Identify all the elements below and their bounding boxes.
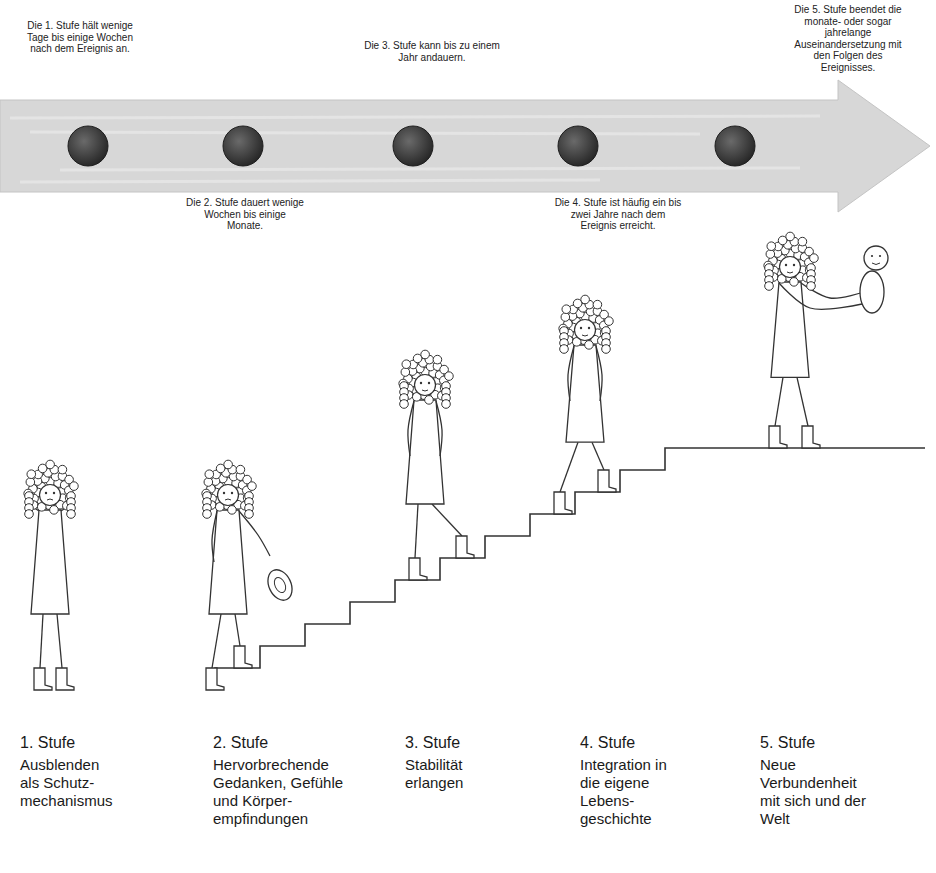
duration-note: Die 2. Stufe dauert wenige Wochen bis ei… <box>185 197 305 232</box>
stage-dot <box>557 125 599 167</box>
stage-marker: Die 4. Stufe ist häufig ein bis zwei Jah… <box>553 126 683 232</box>
stage-marker: Die 1. Stufe hält wenige Tage bis einige… <box>16 20 144 166</box>
duration-note: Die 1. Stufe hält wenige Tage bis einige… <box>16 20 144 55</box>
stage-description: Ausblenden als Schutz- mechanismus <box>20 756 115 810</box>
duration-note-box: Die 5. Stufe beendet die monate- oder so… <box>789 4 907 73</box>
stage-dot <box>392 125 434 167</box>
stairs <box>215 448 925 690</box>
stage-dot <box>67 125 109 167</box>
woman-figure <box>554 295 616 514</box>
stage-dot <box>222 125 264 167</box>
woman-figure <box>399 350 474 580</box>
woman-figure <box>764 232 888 448</box>
stage-dot-shape <box>558 126 598 166</box>
stage-dot-shape <box>223 126 263 166</box>
duration-note: Die 3. Stufe kann bis zu einem Jahr anda… <box>362 40 502 63</box>
woman-figure <box>24 460 78 690</box>
stage-marker: Die 2. Stufe dauert wenige Wochen bis ei… <box>185 126 305 232</box>
woman-figure <box>202 460 297 690</box>
stage-heading: 3. Stufe <box>405 733 515 752</box>
stage-dot-shape <box>68 126 108 166</box>
duration-note: Die 5. Stufe beendet die monate- oder so… <box>789 4 907 73</box>
stage-heading: 4. Stufe <box>580 733 690 752</box>
stage-dot-shape <box>393 126 433 166</box>
stage-description: Hervorbrechende Gedanken, Gefühle und Kö… <box>213 756 348 828</box>
duration-note-box: Die 1. Stufe hält wenige Tage bis einige… <box>16 20 144 55</box>
duration-note-box: Die 4. Stufe ist häufig ein bis zwei Jah… <box>553 197 683 232</box>
stage-marker: Die 5. Stufe beendet die monate- oder so… <box>715 4 907 166</box>
band-texture <box>10 116 820 182</box>
stage-dot <box>714 125 756 167</box>
stage-heading: 2. Stufe <box>213 733 353 752</box>
stage-dot-shape <box>715 126 755 166</box>
stage-marker: Die 3. Stufe kann bis zu einem Jahr anda… <box>362 40 502 166</box>
stage-description: Stabilität erlangen <box>405 756 490 792</box>
stage-heading: 1. Stufe <box>20 733 140 752</box>
stage-description: Neue Verbundenheit mit sich und der Welt <box>760 756 870 828</box>
duration-note: Die 4. Stufe ist häufig ein bis zwei Jah… <box>553 197 683 232</box>
stage-description: Integration in die eigene Lebens- geschi… <box>580 756 680 828</box>
stage-heading: 5. Stufe <box>760 733 880 752</box>
arrow-band <box>0 80 930 212</box>
duration-note-box: Die 2. Stufe dauert wenige Wochen bis ei… <box>185 197 305 232</box>
duration-note-box: Die 3. Stufe kann bis zu einem Jahr anda… <box>362 40 502 63</box>
